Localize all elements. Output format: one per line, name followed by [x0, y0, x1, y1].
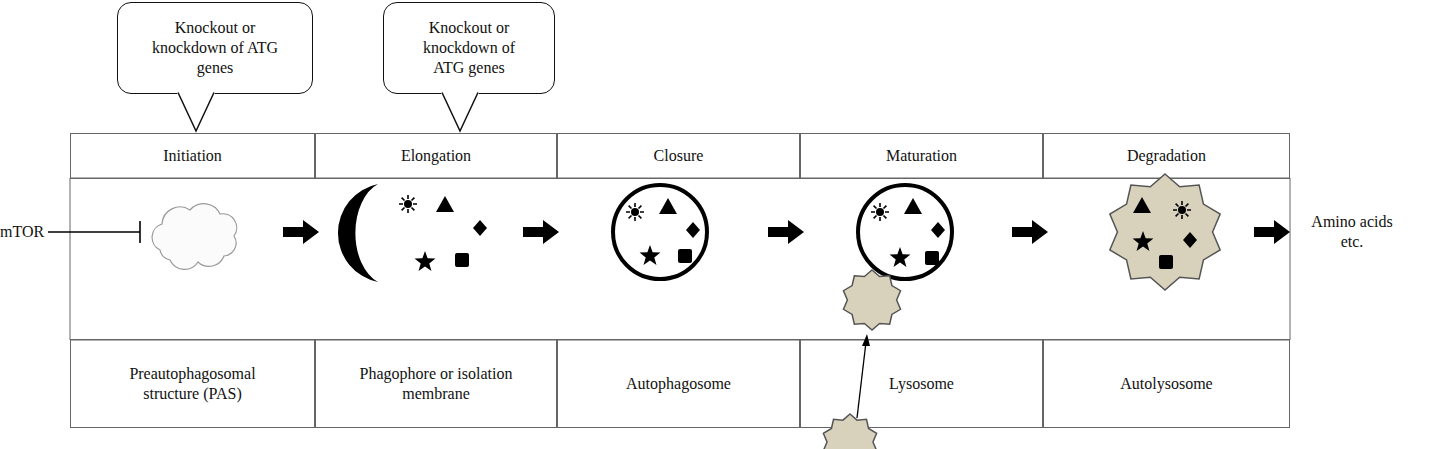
text-stack: Maturation	[886, 146, 957, 166]
cell-text: Autolysosome	[1120, 374, 1212, 394]
cell-text: Preautophagosomal structure (PAS)	[113, 364, 272, 404]
text-stack: Initiation	[163, 146, 222, 166]
callout-text: Knockout or knockdown of ATG genes	[148, 18, 282, 78]
stage-header: Degradation	[1043, 133, 1290, 179]
text-stack: Preautophagosomal structure (PAS)	[113, 364, 272, 404]
cell-text: Autophagosome	[626, 374, 731, 394]
text-stack: Autophagosome	[626, 374, 731, 394]
text-stack: Elongation	[401, 146, 471, 166]
structure-cell: Phagophore or isolation membrane	[315, 339, 557, 428]
callout-text: Knockout or knockdown of ATG genes	[406, 18, 532, 78]
text-stack: Closure	[654, 146, 704, 166]
callout-bubble: Knockout or knockdown of ATG genes	[117, 2, 313, 94]
structure-cell: Preautophagosomal structure (PAS)	[70, 339, 315, 428]
cell-text: Lysosome	[889, 374, 954, 394]
cell-text: Initiation	[163, 146, 222, 166]
cell-text: Maturation	[886, 146, 957, 166]
cell-text: Degradation	[1127, 146, 1206, 166]
product-label: Amino acids etc.	[1300, 212, 1404, 252]
callout-bubble: Knockout or knockdown of ATG genes	[383, 2, 555, 94]
regulator-label: mTOR	[0, 222, 48, 242]
stage-header: Maturation	[800, 133, 1043, 179]
stage-header: Initiation	[70, 133, 315, 179]
text-stack: Knockout or knockdown of ATG genes	[406, 18, 532, 78]
text-stack: Autolysosome	[1120, 374, 1212, 394]
structure-cell: Autophagosome	[557, 339, 800, 428]
text-stack: Phagophore or isolation membrane	[358, 364, 514, 404]
stage-header: Closure	[557, 133, 800, 179]
text-stack: Lysosome	[889, 374, 954, 394]
stage-header: Elongation	[315, 133, 557, 179]
structure-cell: Autolysosome	[1043, 339, 1290, 428]
cell-text: Closure	[654, 146, 704, 166]
cell-text: Elongation	[401, 146, 471, 166]
structure-cell: Lysosome	[800, 339, 1043, 428]
text-stack: Knockout or knockdown of ATG genes	[148, 18, 282, 78]
cell-text: Phagophore or isolation membrane	[358, 364, 514, 404]
text-stack: Degradation	[1127, 146, 1206, 166]
